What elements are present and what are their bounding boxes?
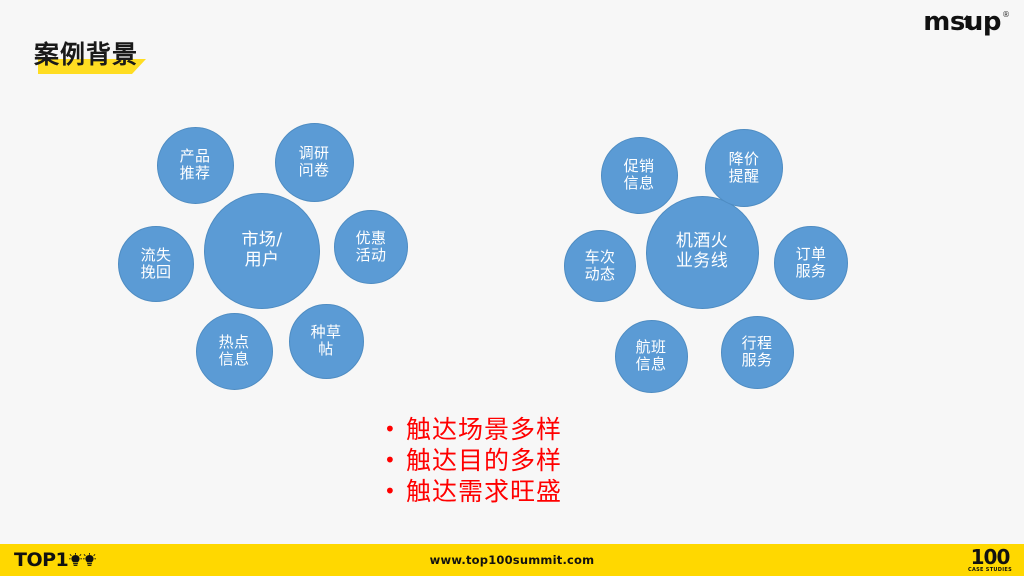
msup-wordmark: msup [923, 8, 1001, 36]
cluster-satellite-bubble[interactable]: 种草 帖 [288, 303, 364, 379]
page-title: 案例背景 [34, 40, 146, 80]
bullet-marker-icon: • [384, 479, 397, 503]
bubble-label: 产品 推荐 [179, 146, 211, 182]
registered-trademark-icon: ® [1002, 10, 1010, 19]
bubble-label: 降价 提醒 [728, 149, 760, 185]
cluster-satellite-bubble[interactable]: 订单 服务 [774, 226, 848, 300]
bubble-label: 订单 服务 [795, 244, 827, 280]
lightbulb-icon [69, 553, 97, 567]
cluster-satellite-bubble[interactable]: 行程 服务 [720, 315, 794, 389]
case-studies-label: CASE STUDIES [968, 567, 1012, 573]
case-studies-number: 100 [970, 545, 1011, 569]
cluster-satellite-bubble[interactable]: 流失 挽回 [118, 226, 194, 302]
list-item: • 触达需求旺盛 [384, 476, 684, 507]
cluster-satellite-bubble[interactable]: 降价 提醒 [705, 129, 783, 207]
footer-bar: TOP1 www.top100summit.com 100 CASE S [0, 544, 1024, 576]
bubble-label: 促销 信息 [623, 156, 655, 192]
cluster-satellite-bubble[interactable]: 热点 信息 [195, 312, 273, 390]
key-points-list: • 触达场景多样 • 触达目的多样 • 触达需求旺盛 [384, 414, 684, 507]
cluster-satellite-bubble[interactable]: 航班 信息 [614, 319, 688, 393]
bubble-label: 流失 挽回 [140, 245, 172, 281]
case-studies-logo: 100 CASE STUDIES [968, 547, 1012, 573]
msup-wordmark-text: msup [923, 7, 1001, 37]
bubble-label: 车次 动态 [584, 247, 616, 283]
list-item: • 触达目的多样 [384, 445, 684, 476]
bubble-label: 调研 问卷 [298, 143, 330, 179]
msup-logo: msup ® [923, 8, 1010, 36]
cluster-satellite-bubble[interactable]: 调研 问卷 [274, 122, 354, 202]
list-item-label: 触达需求旺盛 [406, 477, 563, 506]
list-item: • 触达场景多样 [384, 414, 684, 445]
title-highlight-tail [132, 59, 146, 74]
bubble-label: 行程 服务 [741, 333, 773, 369]
top1-wordmark: TOP1 [14, 549, 69, 571]
bubble-label: 市场/ 用户 [241, 230, 283, 270]
up-arrow-icon [963, 15, 972, 28]
cluster-satellite-bubble[interactable]: 车次 动态 [564, 230, 636, 302]
list-item-label: 触达目的多样 [406, 446, 563, 475]
cluster-satellite-bubble[interactable]: 优惠 活动 [334, 210, 408, 284]
title-highlight-bar [38, 59, 132, 74]
bullet-marker-icon: • [384, 448, 397, 472]
bubble-label: 机酒火 业务线 [675, 231, 729, 271]
bubble-label: 航班 信息 [635, 337, 667, 373]
cluster-satellite-bubble[interactable]: 促销 信息 [600, 136, 678, 214]
list-item-label: 触达场景多样 [406, 415, 563, 444]
cluster-satellite-bubble[interactable]: 产品 推荐 [156, 126, 234, 204]
bubble-label: 热点 信息 [218, 332, 250, 368]
cluster-center-bubble[interactable]: 机酒火 业务线 [645, 195, 759, 309]
bullet-marker-icon: • [384, 417, 397, 441]
bubble-label: 优惠 活动 [355, 228, 387, 264]
top1-logo: TOP1 [14, 549, 97, 571]
bubble-label: 种草 帖 [310, 322, 342, 358]
cluster-center-bubble[interactable]: 市场/ 用户 [204, 193, 320, 309]
page-title-text: 案例背景 [34, 40, 139, 69]
footer-url[interactable]: www.top100summit.com [429, 553, 595, 567]
